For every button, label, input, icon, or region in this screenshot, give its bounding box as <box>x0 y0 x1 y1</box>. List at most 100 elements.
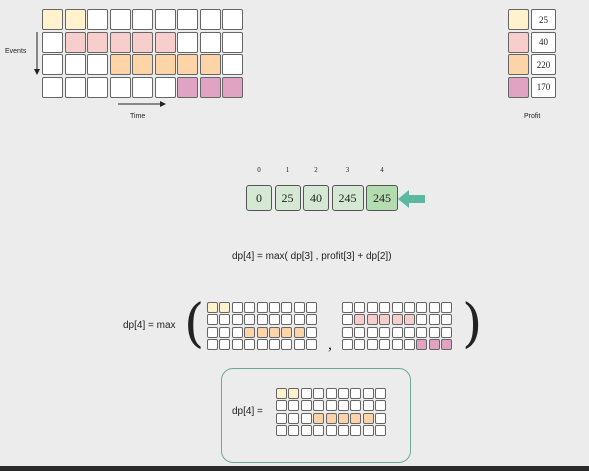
grid-cell <box>300 388 312 399</box>
grid-cell <box>338 412 349 424</box>
grid-cell <box>87 31 108 53</box>
grid-cell <box>441 314 453 326</box>
grid-cell <box>281 339 293 351</box>
dp-cell: 245 <box>366 185 398 211</box>
grid-cell <box>64 31 86 53</box>
grid-cell <box>391 302 403 313</box>
grid-cell <box>219 314 231 326</box>
events-time-grid <box>42 9 244 99</box>
grid-cell <box>109 31 131 53</box>
profit-color-swatch <box>508 54 529 75</box>
grid-cell <box>325 425 337 437</box>
grid-cell <box>325 400 337 412</box>
grid-cell <box>269 314 280 326</box>
dp-index-label: 3 <box>345 166 350 174</box>
grid-cell <box>244 314 256 326</box>
grid-cell <box>222 54 243 75</box>
grid-cell <box>350 400 362 412</box>
grid-cell <box>154 31 176 53</box>
grid-cell <box>293 314 305 326</box>
grid-cell <box>269 326 280 338</box>
open-paren: ( <box>184 294 205 354</box>
dp-cell: 0 <box>246 185 272 211</box>
current-index-arrow-icon <box>398 190 425 208</box>
grid-cell <box>256 302 268 313</box>
grid-cell <box>354 339 366 351</box>
grid-cell <box>293 339 305 351</box>
time-axis-label: Time <box>130 113 146 120</box>
grid-cell <box>288 425 300 437</box>
grid-cell <box>391 339 403 351</box>
grid-cell <box>391 314 403 326</box>
grid-cell <box>222 31 243 53</box>
grid-cell <box>366 302 378 313</box>
grid-cell <box>269 302 280 313</box>
grid-cell <box>362 400 374 412</box>
grid-cell <box>288 412 300 424</box>
grid-cell <box>300 425 312 437</box>
grid-cell <box>177 31 198 53</box>
time-axis-arrow <box>118 101 166 107</box>
grid-cell <box>306 326 318 338</box>
grid-cell <box>404 339 415 351</box>
grid-cell <box>109 9 131 30</box>
grid-cell <box>87 54 108 75</box>
grid-cell <box>350 412 362 424</box>
grid-cell <box>269 339 280 351</box>
close-paren: ) <box>462 294 483 354</box>
grid-cell <box>87 9 108 30</box>
dp-cell: 40 <box>303 185 329 211</box>
grid-cell <box>404 314 415 326</box>
grid-cell <box>276 425 287 437</box>
grid-cell <box>416 326 428 338</box>
grid-cell <box>404 326 415 338</box>
grid-cell <box>350 425 362 437</box>
grid-cell <box>391 326 403 338</box>
result-label: dp[4] = <box>232 406 263 417</box>
grid-cell <box>42 31 63 53</box>
grid-cell <box>154 76 176 98</box>
grid-cell <box>375 388 387 399</box>
grid-cell <box>338 400 349 412</box>
grid-cell <box>199 9 221 30</box>
comma-separator: , <box>328 336 332 353</box>
grid-cell <box>177 54 198 75</box>
grid-cell <box>199 76 221 98</box>
grid-cell <box>87 76 108 98</box>
grid-cell <box>199 31 221 53</box>
grid-cell <box>244 326 256 338</box>
grid-cell <box>306 314 318 326</box>
grid-cell <box>219 339 231 351</box>
grid-cell <box>288 400 300 412</box>
grid-cell <box>177 9 198 30</box>
grid-cell <box>379 314 391 326</box>
max-label: dp[4] = max <box>123 320 176 331</box>
dp-index-label: 1 <box>285 166 290 174</box>
grid-cell <box>154 54 176 75</box>
grid-cell <box>416 314 428 326</box>
dp-index-label: 4 <box>380 166 384 174</box>
grid-cell <box>362 425 374 437</box>
grid-cell <box>244 339 256 351</box>
grid-cell <box>416 339 428 351</box>
grid-cell <box>338 425 349 437</box>
grid-cell <box>207 314 218 326</box>
grid-cell <box>313 425 325 437</box>
events-axis-label: Events <box>5 48 27 55</box>
dp-cell: 25 <box>274 185 301 211</box>
grid-cell <box>300 400 312 412</box>
grid-cell <box>366 326 378 338</box>
profit-value: 170 <box>531 76 556 98</box>
profit-value: 220 <box>531 54 556 75</box>
grid-cell <box>325 388 337 399</box>
profit-value: 25 <box>531 9 556 30</box>
grid-cell <box>416 302 428 313</box>
grid-cell <box>293 326 305 338</box>
option-skip-event-grid <box>207 302 320 351</box>
grid-cell <box>300 412 312 424</box>
grid-cell <box>338 388 349 399</box>
grid-cell <box>132 9 153 30</box>
profit-color-swatch <box>508 76 529 98</box>
grid-cell <box>375 412 387 424</box>
